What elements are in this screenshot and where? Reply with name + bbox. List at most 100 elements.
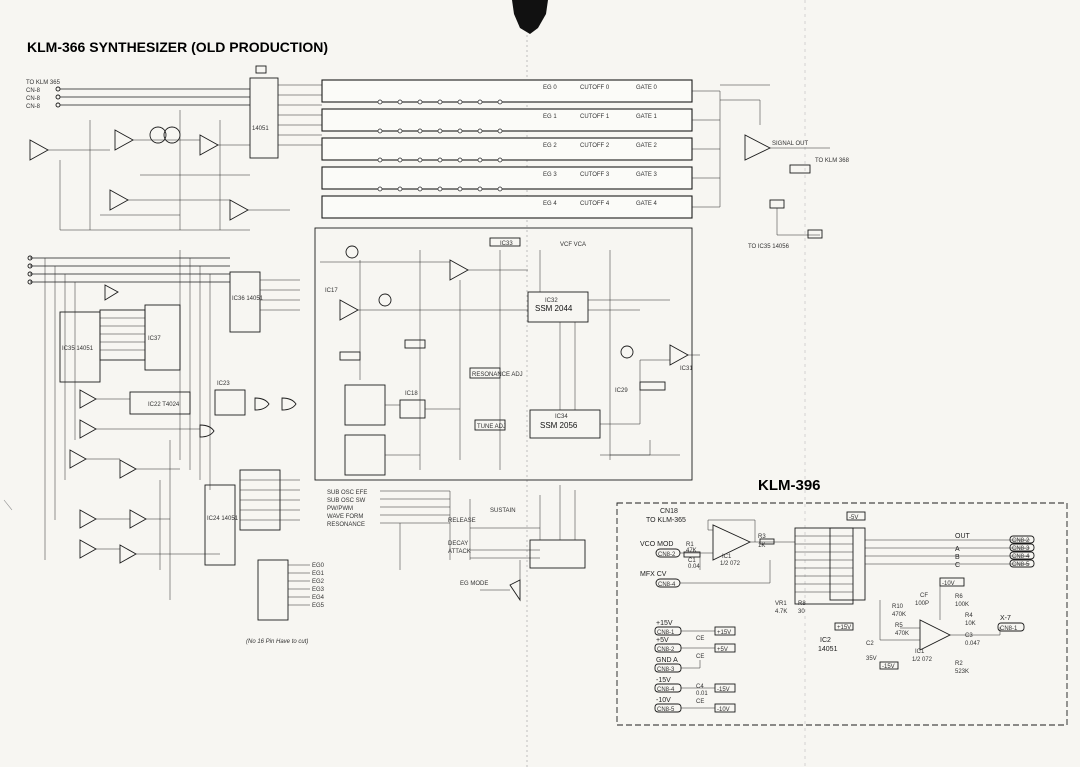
to-ic35-label: TO IC35 14056	[748, 244, 790, 250]
c3-value: 0.047	[965, 641, 981, 647]
out-pin-3: CN8-5	[1012, 562, 1030, 568]
ic36	[229, 271, 261, 333]
bus-cutoff-3: CUTOFF 3	[580, 172, 610, 178]
bus-gate-4: GATE 4	[636, 201, 658, 207]
decay-label: DECAY	[448, 541, 468, 547]
vco-mod-pin-label: CN8-2	[658, 552, 676, 558]
bus-gate-3: GATE 3	[636, 172, 658, 178]
ce-label-3: CE	[696, 699, 704, 705]
sub-osc-efe: SUB OSC EFE	[327, 490, 367, 496]
ic24-label: IC24 14051	[207, 516, 239, 522]
ic31-label: IC31	[680, 366, 693, 372]
c3-label: C3	[965, 633, 973, 639]
pwr-label-0: +15V	[656, 620, 673, 627]
mfx-cv-label: MFX CV	[640, 571, 667, 578]
x7-label: X-7	[1000, 615, 1011, 622]
c4-label: C4	[696, 684, 704, 690]
center-section: SSM 2044 IC32 SSM 2056 IC34 IC17 IC18 IC…	[314, 227, 700, 602]
sustain-label: SUSTAIN	[490, 508, 516, 514]
pwr-rail-1: +5V	[717, 647, 728, 653]
resonance: RESONANCE	[327, 522, 365, 528]
eg-out-5: EG5	[312, 603, 325, 609]
pwr-label-1: +5V	[656, 637, 669, 644]
input-label-1: CN-8	[26, 88, 41, 94]
voice-bar-4	[321, 195, 693, 219]
cf-label: CF	[920, 593, 928, 599]
voice-bar-0	[321, 79, 693, 103]
eg-out-3: EG3	[312, 587, 325, 593]
ce-label-1: CE	[696, 636, 704, 642]
klm396-module: CN18 TO KLM-365 VCO MOD CN8-2 MFX CV CN8…	[616, 502, 1068, 726]
r8-label: R8	[798, 601, 806, 607]
signal-out-section: SIGNAL OUT TO KLM 368 TO IC35 14056	[720, 84, 850, 250]
pwr-label-2: GND A	[656, 657, 678, 664]
out-label: OUT	[955, 533, 971, 540]
bus-gate-1: GATE 1	[636, 114, 658, 120]
bus-cutoff-4: CUTOFF 4	[580, 201, 610, 207]
ic-mux-top	[249, 77, 279, 159]
ic24	[204, 484, 236, 566]
bus-gate-0: GATE 0	[636, 85, 658, 91]
opamp-cluster-top	[29, 110, 290, 231]
center-voice-frame	[314, 227, 693, 481]
pwr-pin-4: CN8-5	[657, 707, 675, 713]
vco-mod-label: VCO MOD	[640, 541, 673, 548]
input-label-3: CN-8	[26, 104, 41, 110]
r4-value: 10K	[965, 621, 976, 627]
rail-neg5: -5V	[849, 515, 858, 521]
cn18-label: CN18	[660, 508, 678, 515]
ic32-label: IC32	[545, 298, 558, 304]
bus-eg-3: EG 3	[543, 172, 557, 178]
ic2-label: IC2	[820, 637, 831, 644]
r3-value: 1K	[758, 543, 765, 549]
power-connector-rows: +15V CN8-1 +15V +5V CN8-2 +5V GND A CN8-…	[654, 620, 736, 713]
ic1b-opamp	[919, 619, 952, 651]
out-pin-2: CN8-4	[1012, 554, 1030, 560]
c4-value: 0.01	[696, 691, 708, 697]
cn18-to-label: TO KLM-365	[646, 517, 686, 524]
r5-value: 470K	[895, 631, 909, 637]
eg-out-2: EG2	[312, 579, 325, 585]
resistor-array	[99, 309, 146, 361]
voice-bar-3	[321, 166, 693, 190]
bus-cutoff-1: CUTOFF 1	[580, 114, 610, 120]
r8-value: 30	[798, 609, 805, 615]
ic22	[129, 391, 191, 415]
rail-neg10: -10V	[942, 581, 955, 587]
ce-label-2: CE	[696, 654, 704, 660]
cut-note: (No 16 Pin Have to cut)	[246, 639, 308, 645]
voice-bar-1	[321, 108, 693, 132]
ic36-label: IC36 14051	[232, 296, 264, 302]
release-label: RELEASE	[448, 518, 476, 524]
c-label: C	[955, 562, 960, 569]
c1-label: C1	[688, 558, 696, 564]
pwr-pin-3: CN8-4	[657, 687, 675, 693]
pwr-rail-0: +15V	[717, 630, 731, 636]
opamp-cluster-bottom	[69, 389, 220, 600]
a-label: A	[955, 546, 960, 553]
ic-ssm2044	[527, 291, 589, 323]
ic1-type: 1/2 072	[720, 561, 741, 567]
tune-adj-label: TUNE ADJ	[477, 424, 506, 430]
voice-bar-2	[321, 137, 693, 161]
ic35-label: IC35 14051	[62, 346, 94, 352]
output-opamp	[744, 134, 772, 161]
eg-out-1: EG1	[312, 571, 325, 577]
r2-label: R2	[955, 661, 963, 667]
ic37-label: IC37	[148, 336, 161, 342]
mfx-cv-pin-label: CN8-4	[658, 582, 676, 588]
ic2-type: 14051	[818, 646, 838, 653]
pw-pwm: PW/PWM	[327, 506, 353, 512]
ic34-label: IC34	[555, 414, 568, 420]
page-title: KLM-366 SYNTHESIZER (OLD PRODUCTION)	[27, 39, 328, 55]
ic29-label: IC29	[615, 388, 628, 394]
ic1-label: IC1	[722, 554, 732, 560]
vcf-vca-label: VCF VCA	[560, 242, 586, 248]
ic22-label: IC22 T4024	[148, 402, 180, 408]
ic1-opamp	[712, 524, 752, 561]
left-input-section: TO KLM 365 CN-8 CN-8 CN-8 14051 I	[26, 65, 325, 645]
klm396-border	[616, 502, 1068, 726]
input-label-2: CN-8	[26, 96, 41, 102]
eg-chip	[529, 539, 586, 569]
logic-ic-a	[344, 384, 386, 426]
